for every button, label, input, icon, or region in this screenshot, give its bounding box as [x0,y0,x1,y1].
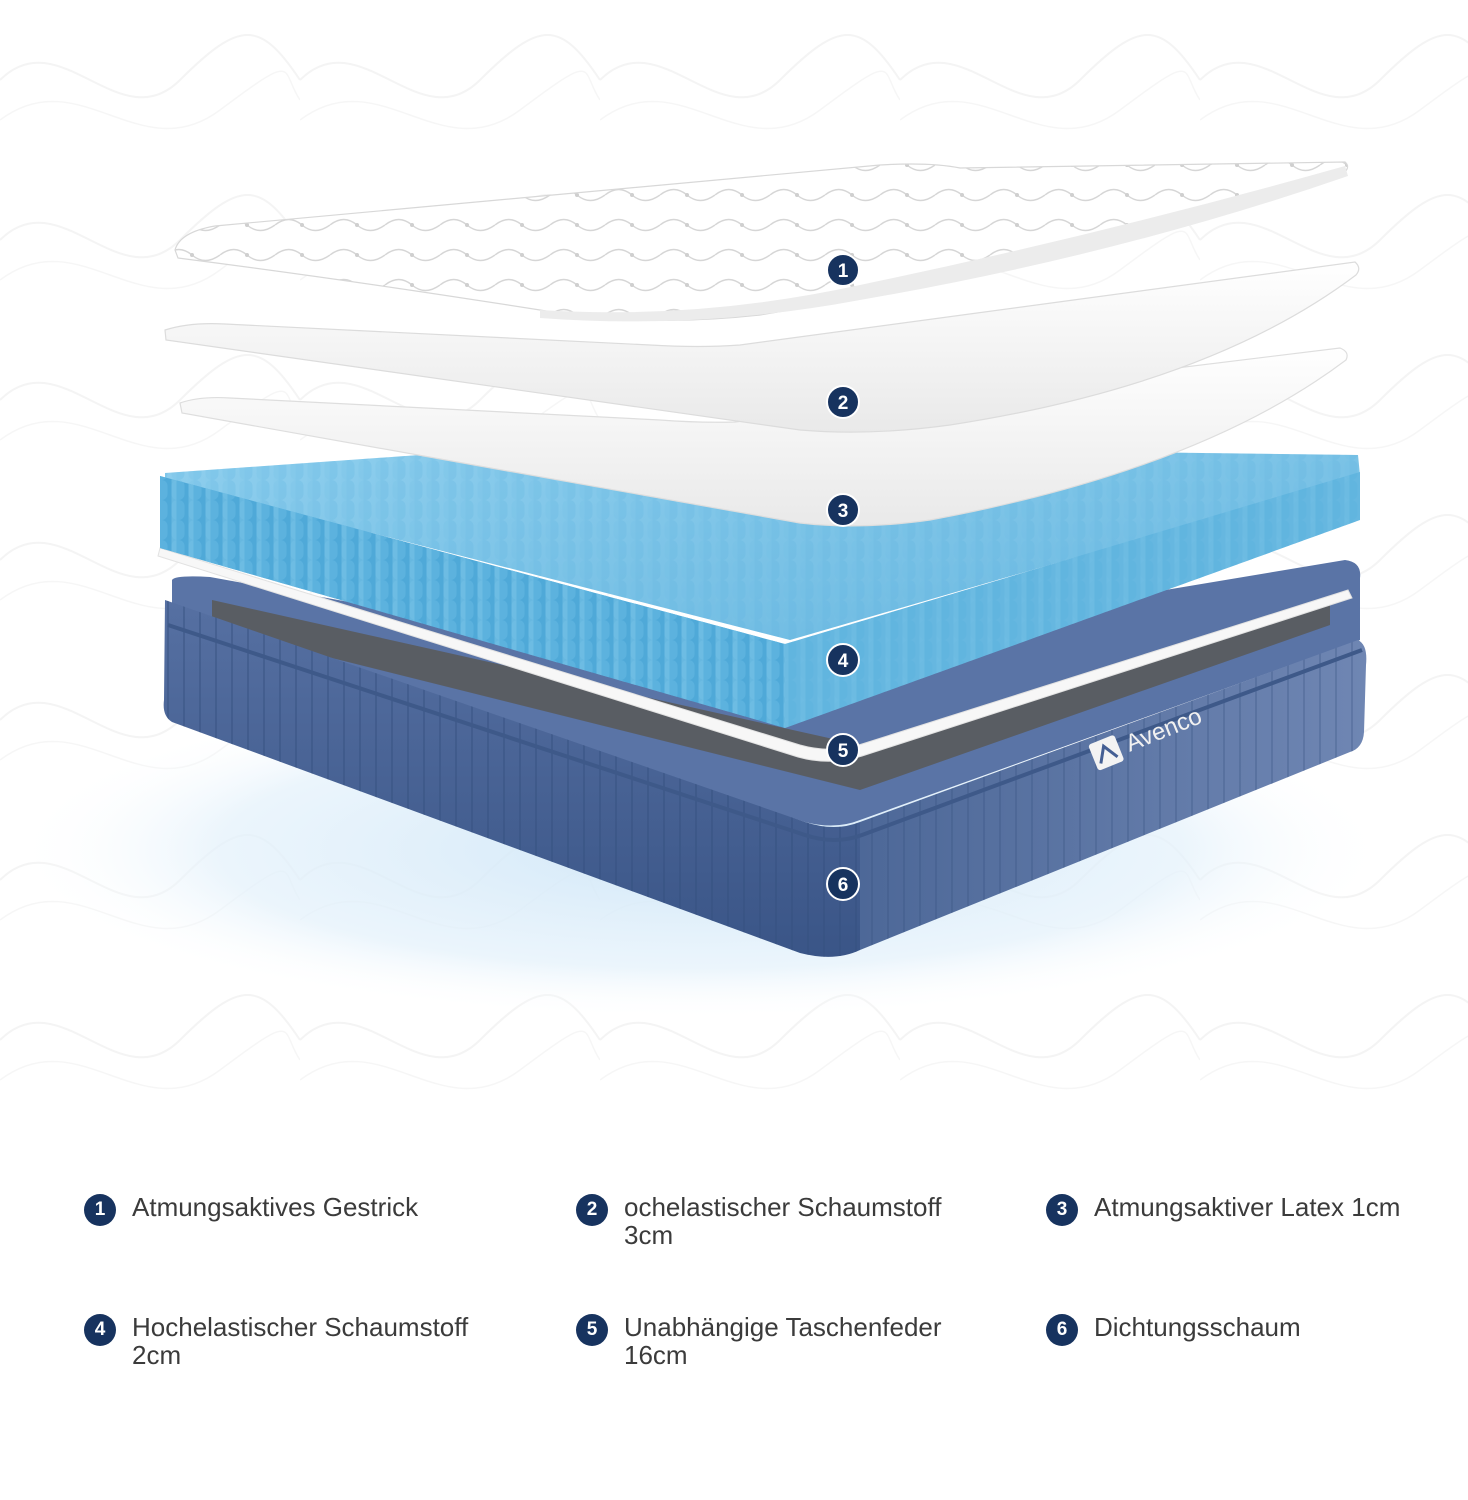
brand-logo-icon [1088,735,1124,771]
legend-badge: 3 [1046,1194,1078,1226]
legend-item-1: 1 Atmungsaktives Gestrick [84,1193,524,1226]
svg-text:4: 4 [838,651,849,672]
legend-badge: 1 [84,1194,116,1226]
pocket-spring-layer [160,445,1360,728]
knit-top-layer [174,161,1349,322]
legend-badge: 6 [1046,1314,1078,1346]
svg-text:6: 6 [838,875,849,896]
svg-text:5: 5 [838,741,849,762]
callout-6: 6 [826,867,860,901]
legend-badge: 2 [576,1194,608,1226]
svg-text:2: 2 [838,393,849,414]
callout-1: 1 [826,253,860,287]
callout-3: 3 [826,493,860,527]
foam-layer-upper [164,261,1360,433]
legend-badge: 5 [576,1314,608,1346]
callout-4: 4 [826,643,860,677]
latex-sheet-layer [157,547,1353,762]
callout-5: 5 [826,733,860,767]
brand-logo: Avenco [1088,703,1206,771]
svg-text:3: 3 [838,501,849,522]
legend-badge: 4 [84,1314,116,1346]
callout-2: 2 [826,385,860,419]
legend-item-6: 6 Dichtungsschaum [1046,1313,1461,1346]
legend-label: Hochelastischer Schaumstoff 2cm [132,1312,469,1370]
legend-item-4: 4 Hochelastischer Schaumstoff 2cm [84,1313,544,1369]
legend-item-5: 5 Unabhängige Taschenfeder 16cm [576,1313,1016,1369]
legend-item-2: 2 ochelastischer Schaumstoff 3cm [576,1193,1016,1249]
svg-text:1: 1 [838,261,849,282]
legend-item-3: 3 Atmungsaktiver Latex 1cm [1046,1193,1461,1226]
legend-label: ochelastischer Schaumstoff 3cm [624,1192,942,1250]
legend-label: Atmungsaktives Gestrick [132,1192,419,1222]
legend-label: Atmungsaktiver Latex 1cm [1094,1192,1401,1222]
legend-label: Dichtungsschaum [1094,1312,1301,1342]
legend-label: Unabhängige Taschenfeder 16cm [624,1312,942,1370]
